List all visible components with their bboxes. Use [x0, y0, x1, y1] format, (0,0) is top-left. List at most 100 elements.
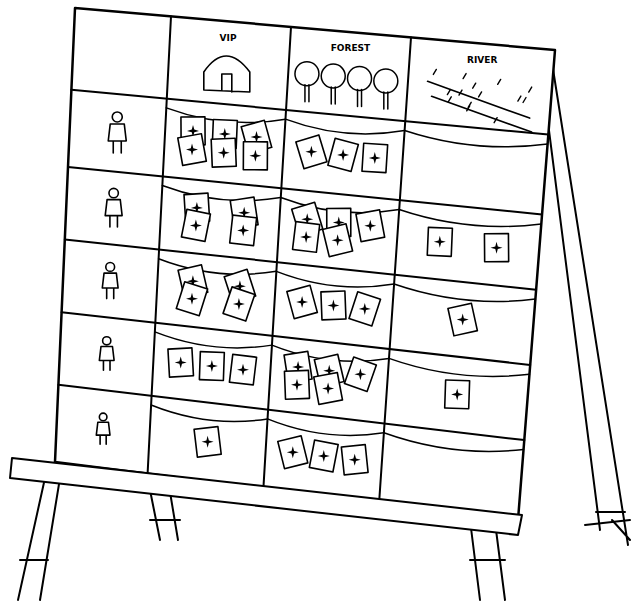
star-mark — [206, 360, 218, 372]
column-header: VIP — [218, 33, 239, 44]
pocket-curve — [267, 419, 383, 436]
pocket-curve — [155, 332, 272, 348]
pocket-curve — [394, 284, 535, 302]
river-icon — [468, 102, 471, 107]
star-mark — [332, 234, 344, 246]
tree-icon — [305, 85, 309, 102]
star-mark — [300, 231, 312, 243]
picture-card — [278, 436, 308, 469]
star-mark — [491, 242, 503, 254]
pocket-curve — [389, 358, 529, 376]
picture-card — [230, 215, 257, 245]
pocket-curve — [276, 271, 394, 287]
picture-card — [484, 234, 508, 262]
person-figure — [96, 422, 110, 444]
picture-card — [344, 357, 376, 391]
easel-shelf — [10, 458, 522, 535]
board-outline — [55, 8, 555, 520]
tree-icon — [321, 64, 345, 88]
column-header: RIVER — [465, 55, 499, 66]
person-figure — [99, 347, 114, 371]
hut-icon — [204, 56, 250, 92]
picture-card — [176, 282, 207, 316]
picture-card — [362, 143, 388, 172]
pocket-curve — [405, 130, 548, 146]
star-mark — [233, 298, 245, 310]
picture-card — [349, 292, 381, 326]
easel-leg — [540, 50, 630, 545]
star-mark — [359, 303, 371, 315]
star-mark — [186, 293, 198, 305]
picture-card — [223, 287, 255, 321]
pocket-curve — [159, 259, 277, 275]
star-mark — [364, 220, 376, 232]
star-mark — [218, 147, 230, 159]
pocket-curve — [162, 186, 280, 201]
picture-card — [287, 285, 318, 318]
star-mark — [291, 379, 303, 391]
star-mark — [249, 150, 261, 162]
star-mark — [175, 357, 187, 369]
picture-card — [194, 426, 221, 457]
star-mark — [237, 224, 249, 236]
star-mark — [322, 382, 334, 394]
person-figure — [108, 124, 126, 153]
star-mark — [349, 454, 361, 466]
river-icon — [529, 87, 532, 92]
star-mark — [451, 388, 463, 400]
picture-card — [427, 227, 452, 256]
person-figure — [102, 273, 118, 299]
river-icon — [518, 96, 521, 101]
river-icon — [494, 118, 497, 123]
picture-card — [168, 348, 194, 377]
tree-icon — [295, 62, 319, 86]
river-icon — [498, 79, 501, 84]
star-mark — [202, 436, 214, 448]
river-icon — [523, 97, 526, 102]
person-figure — [103, 337, 111, 345]
star-mark — [287, 446, 299, 458]
pocket-curve — [151, 405, 267, 421]
picture-card — [181, 209, 210, 241]
picture-card — [178, 134, 207, 166]
star-mark — [186, 144, 198, 156]
river-icon — [433, 69, 436, 74]
star-mark — [318, 450, 330, 462]
star-mark — [457, 314, 469, 326]
river-icon — [463, 74, 466, 79]
tree-icon — [348, 67, 372, 91]
tree-icon — [384, 92, 388, 109]
pocket-curve — [285, 119, 404, 134]
picture-card — [296, 135, 327, 169]
river-icon — [479, 92, 482, 97]
star-mark — [305, 146, 317, 158]
picture-card — [293, 222, 320, 253]
star-mark — [434, 236, 446, 248]
picture-card — [328, 138, 359, 171]
star-mark — [337, 149, 349, 161]
river-icon — [448, 97, 451, 102]
pocket-curve — [384, 433, 524, 452]
picture-card — [445, 380, 470, 409]
easel-tie — [20, 520, 630, 560]
pocket-curve — [399, 210, 541, 227]
star-mark — [237, 364, 249, 376]
star-mark — [327, 299, 339, 311]
tree-icon — [331, 87, 335, 104]
tree-icon — [358, 90, 362, 107]
star-mark — [354, 368, 366, 380]
picture-card — [199, 352, 224, 381]
star-mark — [296, 296, 308, 308]
picture-card — [309, 440, 338, 472]
person-figure — [105, 200, 122, 227]
picture-card — [356, 210, 385, 242]
picture-card — [448, 303, 477, 336]
person-figure — [106, 263, 115, 272]
river-icon — [447, 90, 450, 95]
star-mark — [369, 152, 381, 164]
river-icon — [428, 81, 532, 132]
star-mark — [190, 220, 202, 232]
picture-card — [229, 354, 256, 385]
picture-card — [321, 291, 346, 320]
